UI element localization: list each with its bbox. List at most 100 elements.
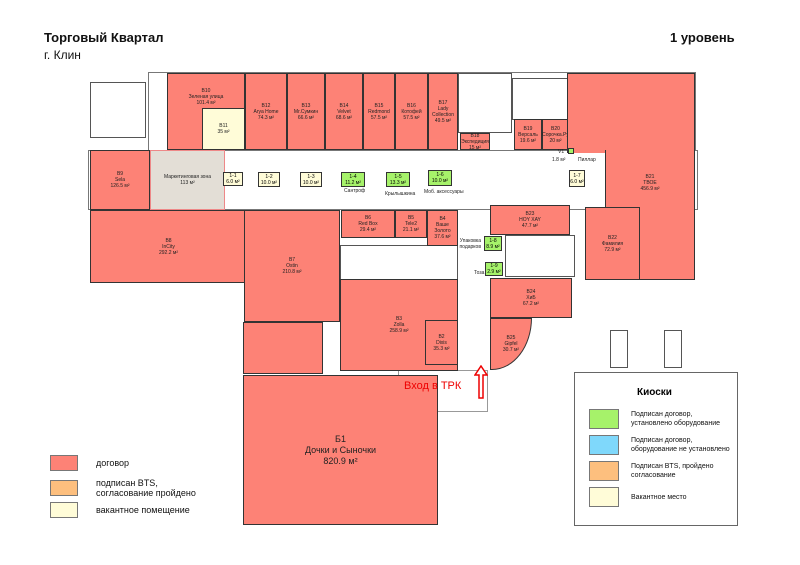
kiosk-id: 1-5 [394, 173, 402, 180]
legend-swatch [589, 435, 619, 455]
kiosk-1-6-tenant: Моб. аксессуары [424, 189, 464, 195]
legend-label: Подписан BTS, пройдено согласование [631, 463, 714, 479]
room-name: Зеленая улица [188, 94, 224, 100]
kiosk-id: 1-2 [265, 173, 273, 180]
room-area: 258.9 м² [389, 328, 409, 334]
room-name: Velvet [337, 108, 351, 115]
kiosk-v1-id: V1 [558, 149, 565, 155]
room-area: 47.7 м² [521, 223, 539, 229]
kiosk-id: 1-6 [436, 172, 444, 178]
room-area: 66.6 м² [297, 114, 315, 121]
stairwell-left [90, 82, 146, 138]
room-name: Mr.Сумкин [293, 108, 319, 115]
kiosk-id: 1-9 [490, 263, 498, 269]
room-id: B14 [339, 102, 349, 109]
legend-label: договор [96, 458, 130, 468]
legend-item-contract: договор [50, 455, 129, 471]
elevators-right [505, 235, 575, 277]
room-area: 68.6 м² [335, 114, 353, 121]
room-name: Ostin [286, 263, 298, 269]
room-name: Дочки и Сыночки [304, 444, 377, 455]
kiosk-area: 10.0 м² [260, 179, 278, 186]
room-name: ТВОЕ [643, 180, 657, 186]
kiosk-id: 1-7 [573, 172, 581, 179]
room-id: B16 [407, 102, 416, 109]
room-id: B6 [364, 215, 372, 221]
kiosk-1-8-tenant: Упаковка подарков [459, 238, 481, 250]
kiosk-area: 13.3 м² [389, 179, 407, 186]
room-id: B11 [219, 123, 228, 129]
room-b21-upper[interactable] [567, 73, 695, 153]
room-id: B13 [301, 102, 311, 109]
legend-swatch [589, 487, 619, 507]
stair-exit-1 [610, 330, 628, 368]
room-area: 74.3 м² [257, 114, 275, 121]
kiosk-id: 1-4 [349, 173, 357, 180]
room-name: Экспедиция [461, 138, 489, 145]
room-area: 126.5 м² [110, 183, 130, 189]
room-id: B20 [551, 125, 560, 132]
mall-title: Торговый Квартал [44, 30, 164, 45]
room-area: 820.9 м² [323, 455, 358, 466]
room-unnamed-left[interactable] [243, 322, 323, 374]
room-id: Б1 [335, 433, 346, 444]
kiosk-area: 8.9 м² [486, 243, 500, 250]
room-name: Ваше Золото [434, 222, 451, 234]
room-id: B18 [470, 132, 480, 139]
room-name: Gipfel [504, 341, 518, 347]
kiosk-area: 2.9 м² [487, 269, 501, 275]
room-area: 210.8 м² [282, 269, 302, 275]
kiosk-id: 1-8 [489, 237, 497, 244]
room-name: HOY XAY [519, 217, 541, 223]
room-area: 113 м² [180, 180, 195, 186]
level-label: 1 уровень [670, 30, 735, 45]
kiosk-1-5-tenant: Крылышкина [385, 191, 416, 197]
room-name: Сорочка.Ру [542, 131, 569, 138]
kiosk-v1[interactable] [568, 148, 574, 154]
room-area: 57.5 м² [370, 114, 388, 121]
room-area: 67.2 м² [522, 301, 540, 307]
room-area: 57.5 м² [403, 114, 420, 121]
kiosk-1-9-tenant: Тоза [474, 270, 485, 276]
kiosk-legend-item: Вакантное место [589, 487, 687, 507]
kiosk-id: 1-1 [229, 173, 237, 179]
room-area: 35.3 м² [433, 345, 450, 352]
legend-swatch [50, 455, 78, 471]
room-area: 29.4 м² [359, 227, 377, 233]
room-name: Zolla [393, 322, 405, 328]
room-id: B8 [165, 237, 172, 244]
